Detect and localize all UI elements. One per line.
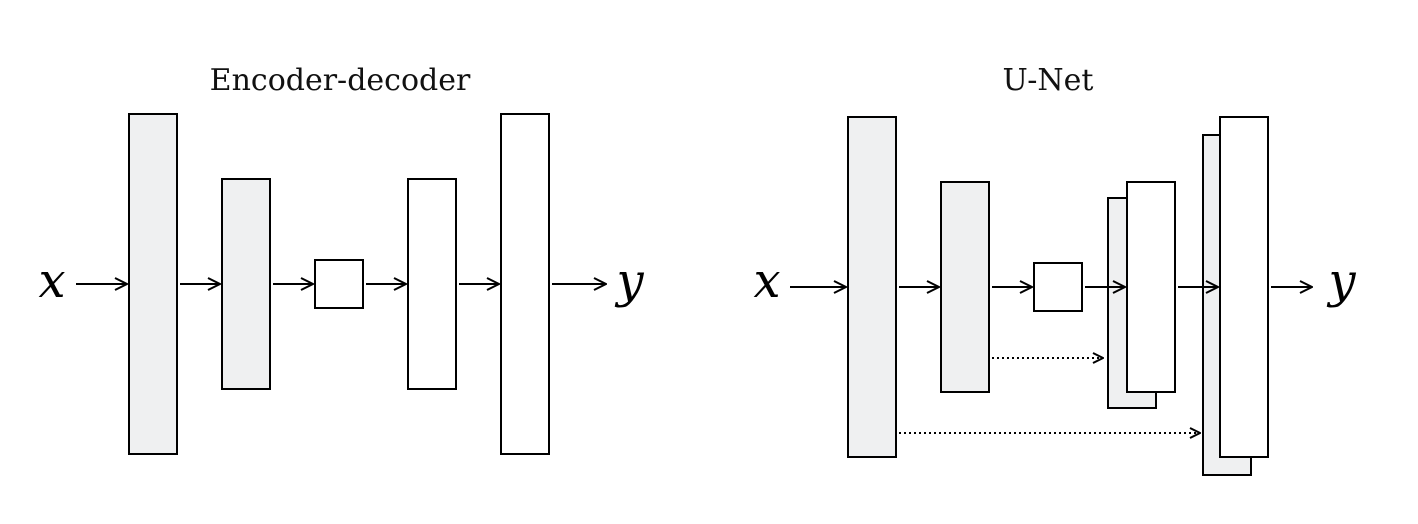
encoder-decoder-encoder-block-2 <box>221 178 271 390</box>
encoder-decoder-input-label: x <box>38 253 65 309</box>
encoder-decoder-title: Encoder-decoder <box>210 63 471 98</box>
unet-title: U-Net <box>1003 63 1094 98</box>
unet-panel: U-Net x y <box>753 63 1356 476</box>
unet-input-label: x <box>753 253 780 309</box>
encoder-decoder-decoder-block-1 <box>407 178 457 390</box>
encoder-decoder-decoder-block-2 <box>500 113 550 455</box>
encoder-decoder-bottleneck-block <box>314 259 364 309</box>
unet-decoder-block-2 <box>1219 116 1269 458</box>
unet-encoder-block-2 <box>940 181 990 393</box>
unet-bottleneck-block <box>1033 262 1083 312</box>
encoder-decoder-encoder-block-1 <box>128 113 178 455</box>
unet-encoder-block-1 <box>847 116 897 458</box>
unet-decoder-block-1 <box>1126 181 1176 393</box>
encoder-decoder-output-label: y <box>614 253 644 309</box>
encoder-decoder-panel: Encoder-decoder x y <box>38 63 644 455</box>
unet-output-label: y <box>1326 253 1356 309</box>
